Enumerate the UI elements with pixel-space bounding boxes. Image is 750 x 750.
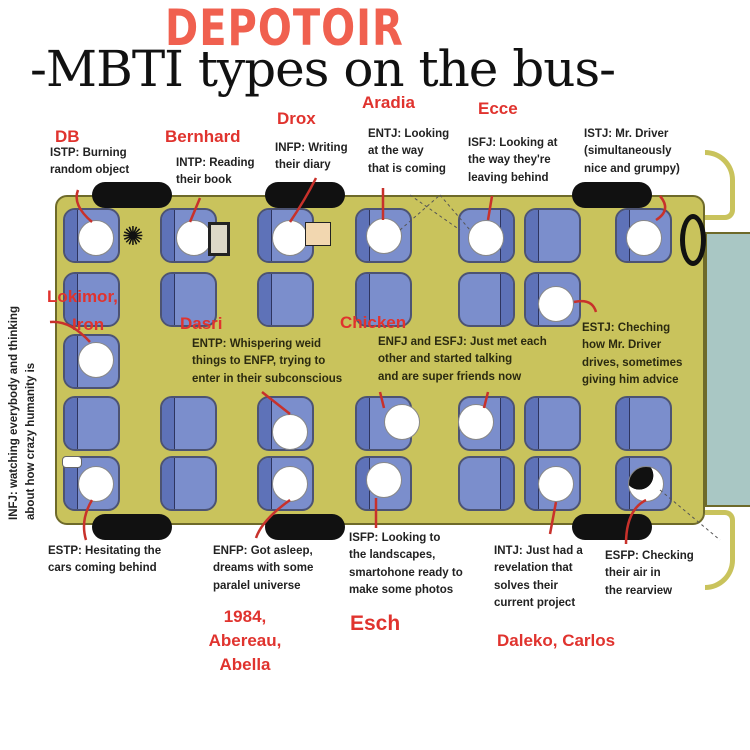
arrow-icon [548, 501, 558, 535]
arrow-icon [486, 195, 494, 221]
passenger-head-isfj [468, 220, 504, 256]
caption-entj: ENTJ: Looking at the way that is coming [368, 128, 450, 175]
seat [63, 272, 120, 327]
passenger-head-estp [78, 466, 114, 502]
name-label: Bernhard [165, 127, 241, 146]
passenger-head-enfj [384, 404, 420, 440]
name-label: DB [55, 127, 80, 146]
arrow-icon [49, 320, 91, 343]
passenger-head-esfj [458, 404, 494, 440]
name-label-enfp: 1984, Abereau, Abella [208, 607, 282, 674]
name-label: Chicken [340, 313, 407, 332]
gaze-lines [399, 194, 471, 231]
seat [355, 456, 412, 511]
arrow-icon [655, 195, 667, 222]
name-label: Aradia [362, 93, 415, 112]
caption-intp: INTP: Reading their book [176, 157, 255, 187]
arrow-icon [288, 177, 318, 223]
caption-enfp: ENFP: Got asleep, dreams with some paral… [213, 545, 314, 592]
arrow-icon [75, 189, 93, 223]
chart-title: -MBTI types on the bus- [30, 40, 616, 98]
passenger-head-entj [366, 218, 402, 254]
seat [160, 396, 217, 451]
seat [160, 456, 217, 511]
caption-entp: ENTP: Whispering weid things to ENFP, tr… [192, 338, 343, 385]
arrow-icon [482, 391, 490, 409]
name-label: Daleko, Carlos [497, 631, 616, 650]
passenger-head-entp [272, 414, 308, 450]
caption-istj: ISTJ: Mr. Driver (simultaneously nice an… [584, 128, 680, 175]
arrow-icon [188, 197, 202, 223]
caption-esfp: ESFP: Checking their air in the rearview [605, 550, 694, 597]
seat [160, 272, 217, 327]
bus-windshield [705, 232, 750, 507]
passenger-head-enfp [272, 466, 308, 502]
wheel-icon [92, 514, 172, 540]
seat [458, 272, 515, 327]
arrow-icon [378, 391, 386, 409]
gaze-lines [659, 489, 721, 541]
passenger-head-istp [78, 220, 114, 256]
seat [257, 272, 314, 327]
name-label: Esch [350, 612, 401, 635]
name-label: Drox [277, 109, 316, 128]
arrow-icon [82, 499, 94, 541]
caption-estp: ESTP: Hesitating the cars coming behind [48, 545, 162, 575]
caption-infp: INFP: Writing their diary [275, 142, 348, 172]
wheel-icon [572, 514, 652, 540]
name-label: Dasri [180, 314, 223, 333]
diary-icon [305, 222, 331, 246]
seat [63, 396, 120, 451]
arrow-icon [254, 498, 291, 539]
passenger-head-intp [176, 220, 212, 256]
name-label: Ecce [478, 99, 518, 118]
caption-isfp: ISFP: Looking to the landscapes, smartoh… [349, 532, 463, 596]
passenger-head-intj [538, 466, 574, 502]
caption-isfj: ISFJ: Looking at the way they're leaving… [468, 137, 558, 184]
arrow-icon [573, 299, 598, 313]
caption-enfj-esfj: ENFJ and ESFJ: Just met each other and s… [378, 336, 547, 383]
pointing-hand-icon [62, 456, 82, 468]
caption-intj: INTJ: Just had a revelation that solves … [494, 545, 583, 609]
burning-object-icon: ✺ [122, 222, 144, 252]
passenger-head-esfp [628, 466, 664, 502]
steering-wheel-icon [680, 214, 706, 266]
depotoir-stamp: DEPOTOIR [165, 0, 404, 58]
passenger-head-isfp [366, 462, 402, 498]
name-label: Iron [72, 315, 105, 334]
name-label: Lokimor, [47, 287, 118, 306]
passenger-head-infj [78, 342, 114, 378]
passenger-head-estj [538, 286, 574, 322]
arrow-icon [261, 391, 291, 415]
seat [458, 208, 515, 263]
wheel-icon [265, 182, 345, 208]
book-icon [208, 222, 230, 256]
passenger-head-istj [626, 220, 662, 256]
caption-istp: ISTP: Burning random object [50, 147, 130, 177]
wheel-icon [265, 514, 345, 540]
seat [355, 272, 412, 327]
seat [615, 208, 672, 263]
seat [458, 456, 515, 511]
caption-estj: ESTJ: Cheching how Mr. Driver drives, so… [582, 322, 683, 386]
arrow-icon [624, 498, 647, 545]
seat [615, 396, 672, 451]
wheel-icon [92, 182, 172, 208]
seat [524, 208, 581, 263]
seat [524, 396, 581, 451]
wheel-icon [572, 182, 652, 208]
